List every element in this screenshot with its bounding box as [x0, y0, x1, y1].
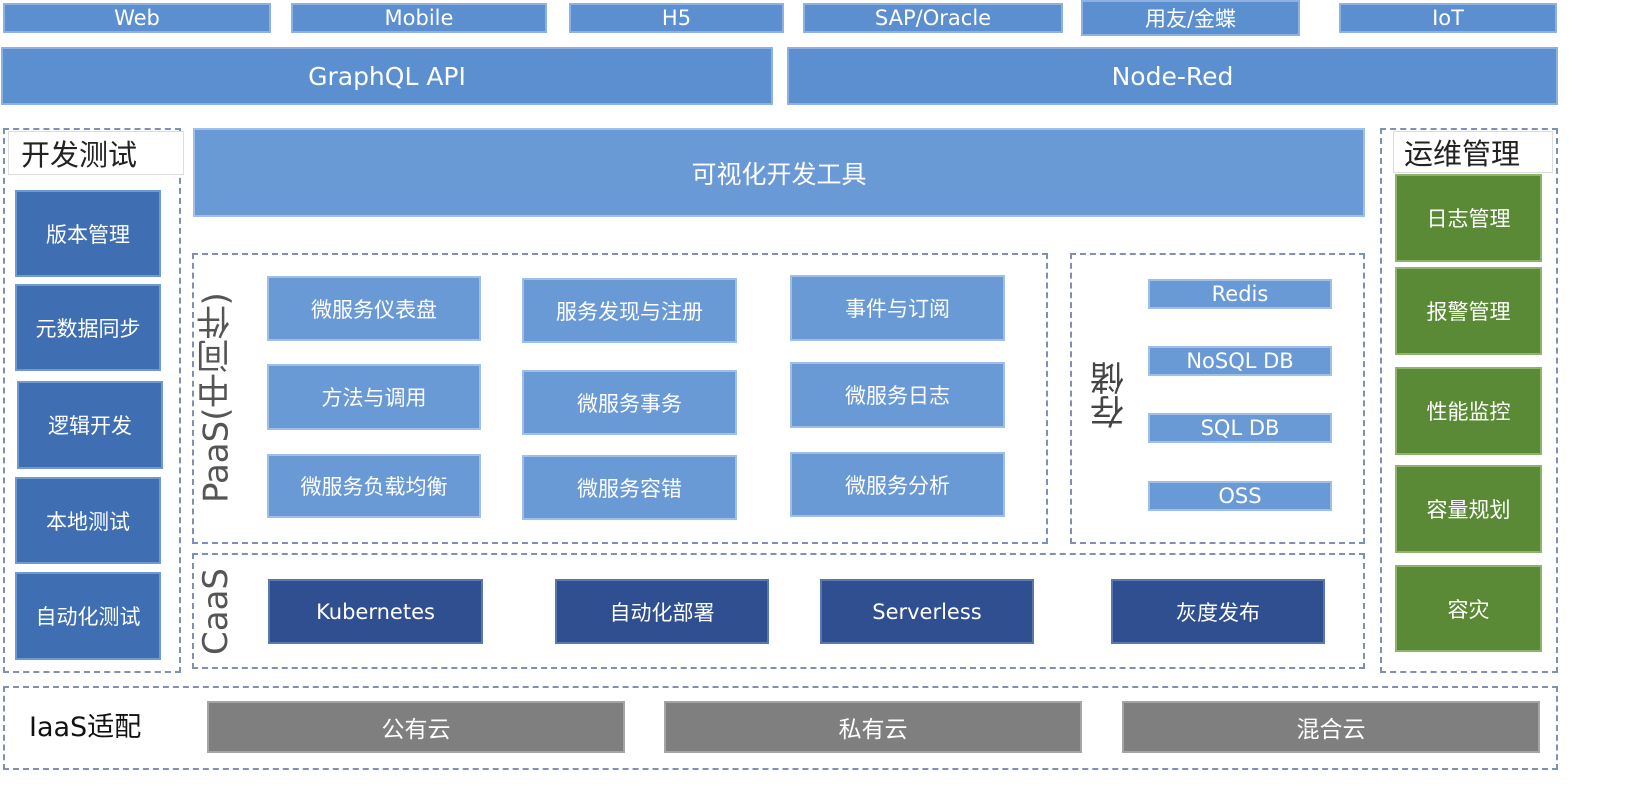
- ops-item-disaster-recovery: 容灾: [1395, 565, 1542, 652]
- storage-item-nosql: NoSQL DB: [1148, 346, 1332, 376]
- paas-item-fault-tolerance: 微服务容错: [522, 455, 737, 520]
- ops-item-capacity-plan: 容量规划: [1395, 465, 1542, 553]
- iaas-label: IaaS适配: [29, 711, 142, 743]
- paas-item-dashboard: 微服务仪表盘: [267, 276, 481, 341]
- caas-item-auto-deploy: 自动化部署: [555, 579, 769, 644]
- devtest-item-auto-test: 自动化测试: [15, 572, 161, 660]
- caas-item-serverless: Serverless: [820, 579, 1034, 644]
- paas-item-analysis: 微服务分析: [790, 452, 1005, 517]
- devtest-panel: [3, 128, 181, 673]
- devtest-item-version: 版本管理: [15, 190, 161, 277]
- client-h5: H5: [569, 3, 784, 33]
- paas-item-events: 事件与订阅: [790, 275, 1005, 341]
- client-sap-oracle: SAP/Oracle: [803, 3, 1063, 33]
- iaas-item-public-cloud: 公有云: [207, 701, 625, 753]
- node-red-bar: Node-Red: [787, 47, 1558, 105]
- caas-panel: [192, 553, 1365, 669]
- client-web: Web: [3, 3, 271, 33]
- ops-item-perf-monitor: 性能监控: [1395, 367, 1542, 455]
- iaas-item-hybrid-cloud: 混合云: [1122, 701, 1540, 753]
- devtest-title: 开发测试: [8, 131, 184, 175]
- storage-panel: [1070, 253, 1365, 544]
- paas-item-invocation: 方法与调用: [267, 364, 481, 430]
- ops-title: 运维管理: [1393, 131, 1553, 173]
- client-yonyou-kingdee: 用友/金蝶: [1081, 0, 1300, 36]
- devtest-item-local-test: 本地测试: [15, 477, 161, 564]
- iaas-item-private-cloud: 私有云: [664, 701, 1082, 753]
- paas-label: PaaS(中间件): [196, 292, 237, 504]
- storage-label: 存储: [1090, 361, 1131, 429]
- paas-panel: [192, 253, 1048, 544]
- paas-item-load-balance: 微服务负载均衡: [267, 454, 481, 518]
- storage-item-oss: OSS: [1148, 481, 1332, 511]
- storage-item-sql: SQL DB: [1148, 413, 1332, 443]
- devtest-item-logic-dev: 逻辑开发: [17, 381, 163, 469]
- client-mobile: Mobile: [291, 3, 547, 33]
- devtest-item-metadata-sync: 元数据同步: [15, 284, 161, 371]
- storage-item-redis: Redis: [1148, 279, 1332, 309]
- caas-item-kubernetes: Kubernetes: [268, 579, 483, 644]
- iaas-panel: [3, 686, 1558, 770]
- caas-item-canary-release: 灰度发布: [1111, 579, 1325, 644]
- client-iot: IoT: [1339, 3, 1557, 33]
- ops-panel: [1380, 128, 1558, 673]
- paas-item-discovery: 服务发现与注册: [522, 278, 737, 343]
- paas-item-log: 微服务日志: [790, 362, 1005, 428]
- graphql-api-bar: GraphQL API: [1, 47, 773, 105]
- ops-item-log-mgmt: 日志管理: [1395, 174, 1542, 262]
- visual-dev-tool-bar: 可视化开发工具: [193, 128, 1365, 217]
- ops-item-alert-mgmt: 报警管理: [1395, 267, 1542, 355]
- paas-item-transaction: 微服务事务: [522, 370, 737, 435]
- caas-label: CaaS: [196, 568, 236, 656]
